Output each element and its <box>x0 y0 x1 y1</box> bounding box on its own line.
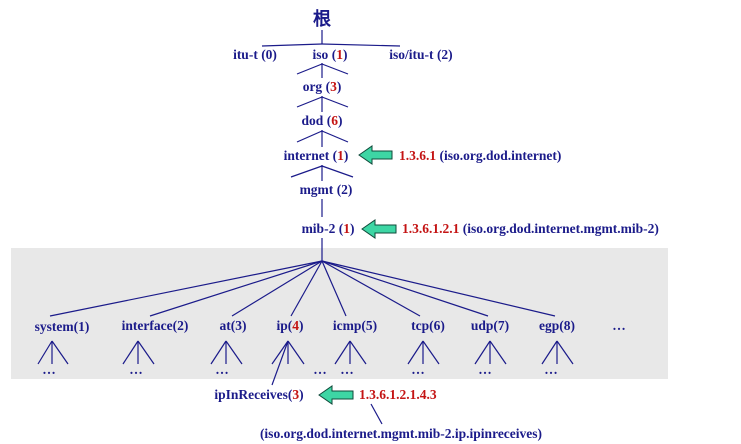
edge-root-itu-t <box>261 43 323 47</box>
ellipsis-egp: … <box>544 362 558 377</box>
node-itu-t: itu-t (0) <box>233 47 277 62</box>
node-dod: dod (6) <box>302 113 343 128</box>
node-icmp: icmp(5) <box>333 318 377 333</box>
more-children: … <box>612 318 626 333</box>
edge-mib-2-icmp <box>321 260 347 317</box>
edge-mib-2-udp <box>321 260 489 317</box>
edge-mib-2-egp <box>321 260 556 317</box>
oid-internet: 1.3.6.1 (iso.org.dod.internet) <box>399 148 561 163</box>
edge-mib-2-interface <box>149 260 323 317</box>
node-org: org (3) <box>303 79 342 94</box>
edge-iso-fan-right <box>321 63 349 75</box>
fan-tcp <box>407 340 440 365</box>
edge-iso-fan-left <box>296 63 323 75</box>
oid-mib-2: 1.3.6.1.2.1 (iso.org.dod.internet.mgmt.m… <box>402 221 659 236</box>
edge-mib-2-tcp <box>321 260 421 317</box>
edge-ip-ipinreceives <box>271 340 289 386</box>
edge-dod-fan-right <box>321 130 349 143</box>
arrow-mib-2 <box>361 219 397 239</box>
fan-udp <box>474 340 507 365</box>
edge-org-fan-right <box>321 96 349 108</box>
edge-mib-2-ip <box>290 260 323 317</box>
node-udp: udp(7) <box>471 318 509 333</box>
fan-icmp <box>334 340 367 365</box>
ellipsis-interface: … <box>129 362 143 377</box>
edge-root-iso-itu-t <box>321 43 401 47</box>
ellipsis-udp: … <box>478 362 492 377</box>
node-mib-2: mib-2 (1) <box>302 221 355 236</box>
fan-system <box>37 340 69 365</box>
node-internet: internet (1) <box>284 148 349 163</box>
edge-dod-fan-left <box>296 130 323 143</box>
root-label: 根 <box>313 8 331 30</box>
fan-egp <box>541 340 574 365</box>
node-mgmt: mgmt (2) <box>300 182 353 197</box>
node-at: at(3) <box>220 318 247 333</box>
node-egp: egp(8) <box>539 318 575 333</box>
edge-oid-path <box>370 403 383 425</box>
edge-internet-fan-left <box>290 165 323 178</box>
path-ipinreceives: (iso.org.dod.internet.mgmt.mib-2.ip.ipin… <box>260 426 542 441</box>
edge-org-fan-left <box>296 96 323 108</box>
ellipsis-at: … <box>215 362 229 377</box>
oid-ipinreceives: 1.3.6.1.2.1.4.3 <box>359 387 437 402</box>
edge-mib-2-at <box>231 260 323 317</box>
edge-mib-2-system <box>49 260 323 317</box>
ellipsis-tcp: … <box>411 362 425 377</box>
arrow-ipinreceives <box>318 385 354 405</box>
ellipsis-icmp: … <box>340 362 354 377</box>
ellipsis-ip: … <box>313 362 327 377</box>
fan-at <box>210 340 243 365</box>
edge-internet-fan-right <box>321 165 354 178</box>
node-system: system(1) <box>35 319 90 334</box>
node-interface: interface(2) <box>122 318 189 333</box>
fan-interface <box>122 340 155 365</box>
ellipsis-system: … <box>42 362 56 377</box>
node-iso: iso (1) <box>313 47 348 62</box>
fan-ip <box>271 340 305 365</box>
node-iso-itu-t: iso/itu-t (2) <box>389 47 452 62</box>
node-ip: ip(4) <box>276 318 303 333</box>
node-ipinreceives: ipInReceives(3) <box>214 387 303 402</box>
arrow-internet <box>358 145 393 165</box>
node-tcp: tcp(6) <box>411 318 445 333</box>
